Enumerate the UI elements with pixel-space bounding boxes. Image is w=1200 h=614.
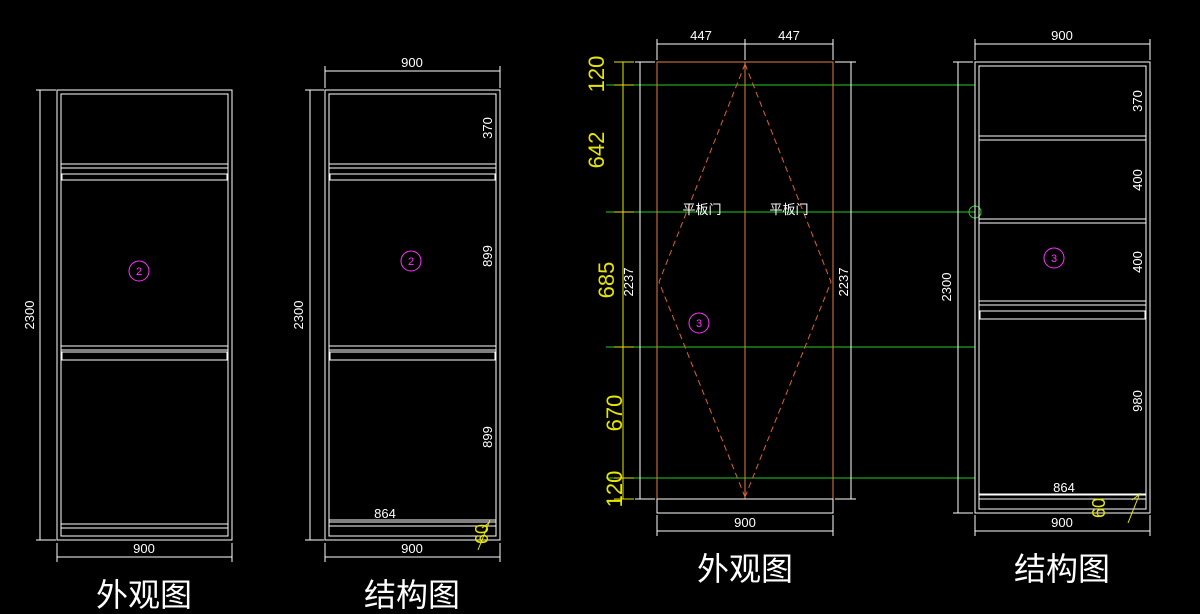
panel3-door-left-label: 平板门 [682,203,721,218]
panel4-title: 结构图 [1014,550,1110,588]
hanging-rail [979,310,1146,320]
part-marker-circle [128,260,150,282]
panel3-seg-4: 670 [602,395,627,432]
panel2-seg-low: 899 [480,426,495,448]
panel4-part-marker: 3 [1051,253,1057,265]
panel4-base: 60 [1089,498,1109,518]
panel4-height-label: 2300 [939,273,954,302]
panel3-seg-3: 685 [594,262,619,299]
hanging-rail [61,173,228,181]
panel2-bottom-width-label: 900 [401,541,423,556]
panel4-inner-width: 864 [1053,480,1075,495]
panel2-seg-top: 370 [480,117,495,139]
panel3-title: 外观图 [697,550,793,588]
panel3-seg-5: 120 [602,471,627,508]
panel3-half-left-label: 447 [690,28,712,43]
left-door-swing-line [658,63,746,498]
panel-4-structure-view [953,39,1151,536]
base-leader [481,521,491,529]
panel4-seg-3: 400 [1130,251,1145,273]
base-leader [1131,493,1141,501]
cabinet-outline [56,89,233,541]
panel3-door-height-left: 2237 [621,268,636,297]
panel2-top-width-label: 900 [401,55,423,70]
panel4-top-width-label: 900 [1051,28,1073,43]
panel2-title: 结构图 [364,576,460,614]
panel1-title: 外观图 [96,576,192,614]
base-plinth [656,498,834,514]
cabinet-inner-outline [328,93,497,537]
base-leader [477,519,491,551]
part-marker-circle [400,250,422,272]
panel3-bottom-width-label: 900 [734,515,756,530]
cabinet-inner-outline [60,93,229,537]
panel1-height-label: 2300 [22,301,37,330]
part-marker-circle [688,312,710,334]
hanging-rail [329,351,496,361]
part-marker-circle [1043,247,1065,269]
panel3-part-marker: 3 [696,318,702,330]
panel-1-exterior-view [36,89,233,562]
cabinet-outline [974,61,1151,514]
cabinet-inner-outline [978,65,1147,510]
panel4-seg-1: 370 [1130,90,1145,112]
panel4-seg-4: 980 [1130,390,1145,412]
panel4-bottom-width-label: 900 [1051,515,1073,530]
hanging-rail [329,173,496,181]
panel3-seg-1: 120 [584,56,609,93]
panel1-width-label: 900 [133,541,155,556]
cabinet-outline [324,89,501,541]
base-leader [1127,492,1141,524]
panel3-half-right-label: 447 [778,28,800,43]
panel2-base: 60 [472,524,492,544]
panel2-part-marker: 2 [408,256,414,268]
panel4-seg-2: 400 [1130,169,1145,191]
hanging-rail [61,351,228,361]
panel3-seg-2: 642 [584,132,609,169]
panel2-inner-width: 864 [374,506,396,521]
panel-2-structure-view [305,66,501,562]
right-door-swing-line [744,63,832,498]
panel2-seg-mid: 899 [480,245,495,267]
panel-3-door-elevation [606,39,982,536]
panel3-door-right-label: 平板门 [769,203,808,218]
panel1-part-marker: 2 [136,266,142,278]
panel2-height-label: 2300 [291,301,306,330]
panel3-door-height-right: 2237 [836,268,851,297]
